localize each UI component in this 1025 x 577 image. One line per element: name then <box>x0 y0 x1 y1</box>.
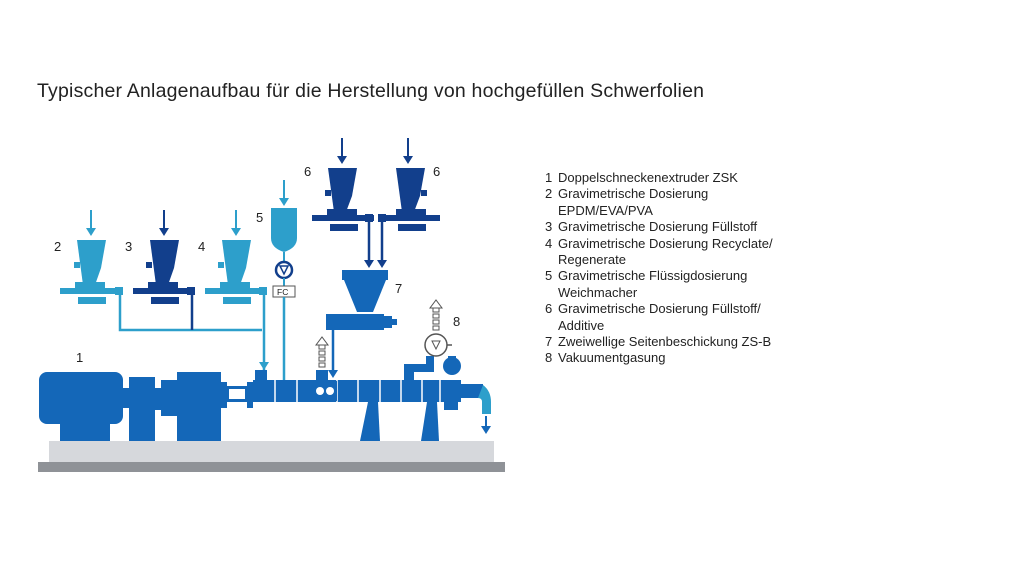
legend-number: 8 <box>545 350 553 366</box>
base-plate <box>49 441 494 462</box>
vent-arrow <box>315 336 329 368</box>
legend-text: Zweiwellige Seitenbeschickung ZS-B <box>558 334 772 350</box>
legend-item: 1 Doppelschneckenextruder ZSK <box>545 170 773 186</box>
legend-number: 6 <box>545 301 553 317</box>
feeder-6-left <box>312 138 374 231</box>
legend-text: Vakuumentgasung <box>558 350 666 366</box>
floor-bar <box>38 462 505 472</box>
legend-text: Gravimetrische Dosierung Füllstoff <box>558 219 758 235</box>
callout-8: 8 <box>453 314 460 329</box>
callout-3: 3 <box>125 239 132 254</box>
legend-number: 5 <box>545 268 553 284</box>
callout-5: 5 <box>256 210 263 225</box>
callout-4: 4 <box>198 239 205 254</box>
feeder-2-epdm <box>60 210 123 304</box>
feeder-6-right <box>378 138 440 231</box>
discharge-arrow <box>481 416 491 434</box>
flow-control-label: FC <box>277 287 288 297</box>
feeder-6-lines <box>364 222 387 268</box>
page-title: Typischer Anlagenaufbau für die Herstell… <box>37 80 705 102</box>
legend-item: 6 Gravimetrische Dosierung Füllstoff/ Add… <box>545 301 773 334</box>
vacuum-degassing-8 <box>404 299 461 375</box>
legend-number: 7 <box>545 334 553 350</box>
feeder-4-recyclate <box>205 210 267 304</box>
legend-text: Gravimetrische Dosierung Füllstoff/ Addi… <box>558 301 761 333</box>
extruder-barrel <box>253 370 491 414</box>
coupling <box>221 382 253 408</box>
callout-6-left: 6 <box>304 164 311 179</box>
barrel-supports <box>360 402 439 441</box>
callout-1: 1 <box>76 350 83 365</box>
legend-text: Gravimetrische Flüssigdosierung Weichmac… <box>558 268 748 300</box>
legend-item: 8 Vakuumentgasung <box>545 350 773 366</box>
callout-2: 2 <box>54 239 61 254</box>
legend-number: 3 <box>545 219 553 235</box>
legend-text: Doppelschneckenextruder ZSK <box>558 170 738 185</box>
callout-6-right: 6 <box>433 164 440 179</box>
legend-text: Gravimetrische Dosierung Recyclate/ Rege… <box>558 235 773 268</box>
feed-lines <box>118 294 269 370</box>
motor <box>39 372 221 441</box>
legend-number: 4 <box>545 235 553 251</box>
legend-number: 2 <box>545 186 553 202</box>
legend-item: 5 Gravimetrische Flüssigdosierung Weichma… <box>545 268 773 301</box>
legend-text: Gravimetrische Dosierung EPDM/EVA/PVA <box>558 186 709 218</box>
legend-item: 3 Gravimetrische Dosierung Füllstoff <box>545 219 773 235</box>
legend-item: 2 Gravimetrische Dosierung EPDM/EVA/PVA <box>545 186 773 219</box>
legend-item: 7 Zweiwellige Seitenbeschickung ZS-B <box>545 334 773 350</box>
liquid-feeder-5 <box>271 180 297 380</box>
feeder-3-fuellstoff <box>133 210 195 304</box>
legend-item: 4 Gravimetrische Dosierung Recyclate/ Reg… <box>545 236 773 269</box>
legend-number: 1 <box>545 170 553 185</box>
side-feeder-7 <box>326 270 397 330</box>
callout-7: 7 <box>395 281 402 296</box>
